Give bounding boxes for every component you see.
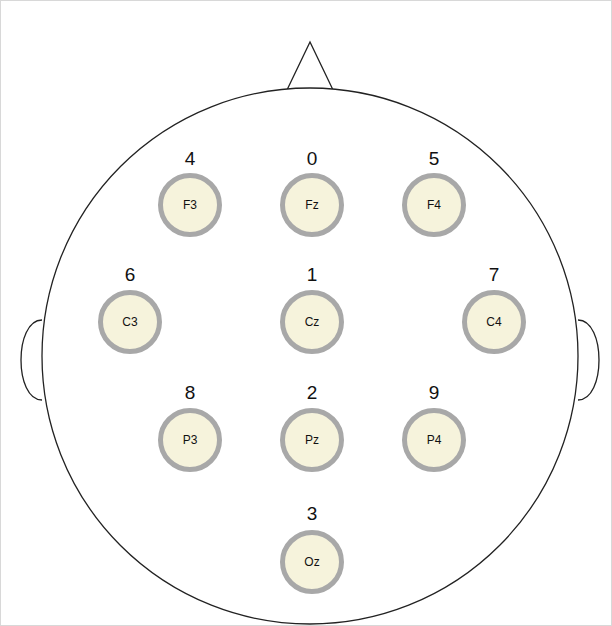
- electrode-label: P3: [183, 433, 198, 447]
- electrode-label: Cz: [305, 315, 320, 329]
- electrode-label: Fz: [305, 198, 318, 212]
- electrode-circle: Cz: [280, 290, 344, 354]
- electrode-circle: C4: [462, 290, 526, 354]
- callout-number: 5: [429, 149, 440, 168]
- scalp-circle: [42, 88, 578, 624]
- electrode-label: C3: [122, 315, 137, 329]
- electrode-circle: C3: [98, 290, 162, 354]
- callout-number: 4: [185, 149, 196, 168]
- electrode-circle: Fz: [280, 173, 344, 237]
- electrode-label: F3: [183, 198, 197, 212]
- electrode-label: C4: [486, 315, 501, 329]
- callout-number: 7: [489, 265, 500, 284]
- electrode-label: Oz: [304, 555, 319, 569]
- callout-number: 1: [307, 265, 318, 284]
- electrode-label: P4: [427, 433, 442, 447]
- electrode-circle: F3: [158, 173, 222, 237]
- left-ear: [21, 320, 42, 400]
- electrode-label: Pz: [305, 433, 319, 447]
- callout-number: 2: [307, 383, 318, 402]
- callout-number: 0: [307, 149, 318, 168]
- electrode-circle: Pz: [280, 408, 344, 472]
- electrode-circle: F4: [402, 173, 466, 237]
- callout-number: 6: [125, 265, 136, 284]
- callout-number: 3: [307, 504, 318, 523]
- callout-number: 9: [429, 383, 440, 402]
- electrode-circle: P4: [402, 408, 466, 472]
- right-ear: [578, 320, 599, 400]
- electrode-circle: P3: [158, 408, 222, 472]
- electrode-circle: Oz: [280, 530, 344, 594]
- callout-number: 8: [185, 383, 196, 402]
- electrode-label: F4: [427, 198, 441, 212]
- nose: [286, 42, 334, 92]
